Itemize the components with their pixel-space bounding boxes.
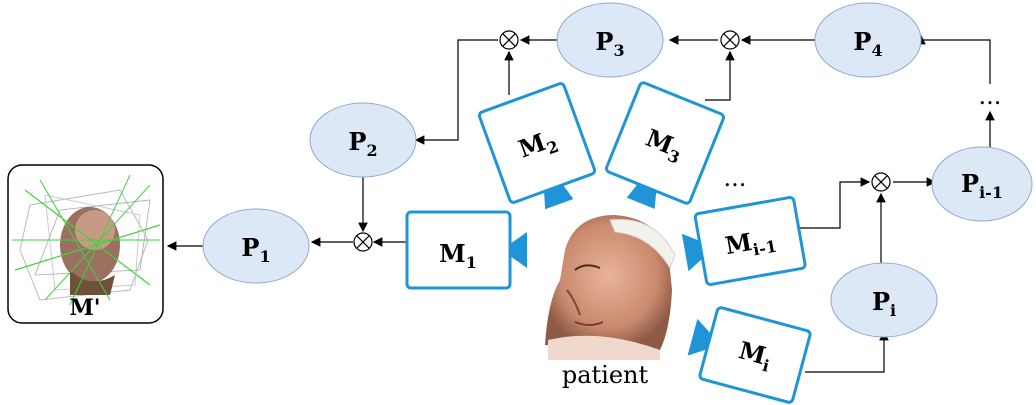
multiply-icon-3 — [720, 30, 740, 50]
camera-m2: M2 — [477, 82, 597, 210]
patient-photo — [545, 215, 676, 360]
svg-text:Mi: Mi — [735, 335, 775, 375]
pose-pi-1: Pi-1 — [931, 146, 1033, 222]
svg-text:P3: P3 — [595, 27, 624, 60]
multiply-icon-4 — [871, 172, 891, 192]
svg-text:Mi-1: Mi-1 — [723, 223, 778, 264]
camera-m3: M3 — [605, 81, 725, 209]
ellipsis-top: ... — [979, 82, 1002, 110]
svg-text:Pi-1: Pi-1 — [961, 169, 1003, 202]
svg-text:P2: P2 — [348, 127, 377, 160]
result-label: M' — [69, 295, 100, 321]
svg-text:P1: P1 — [241, 233, 270, 266]
camera-mi-1: Mi-1 — [681, 195, 807, 286]
pose-p1: P1 — [202, 208, 310, 284]
pose-pi: Pi — [830, 262, 938, 338]
svg-text:P4: P4 — [853, 27, 882, 60]
camera-mi: Mi — [687, 306, 812, 404]
svg-text:M1: M1 — [439, 239, 477, 272]
patient-label: patient — [562, 361, 649, 389]
pose-p2: P2 — [309, 102, 417, 178]
pose-p4: P4 — [814, 2, 922, 78]
reconstructed-head-image — [12, 174, 161, 306]
pose-p3: P3 — [556, 2, 664, 78]
ellipsis-mid: ... — [724, 164, 747, 192]
flow-lines — [166, 34, 995, 373]
multiply-icon-2 — [499, 30, 519, 50]
reconstruction-result: M' — [7, 164, 164, 324]
camera-m1: M1 — [405, 210, 527, 290]
multiply-icon-1 — [353, 232, 373, 252]
operator-nodes — [353, 30, 891, 252]
svg-text:Pi: Pi — [872, 287, 896, 320]
